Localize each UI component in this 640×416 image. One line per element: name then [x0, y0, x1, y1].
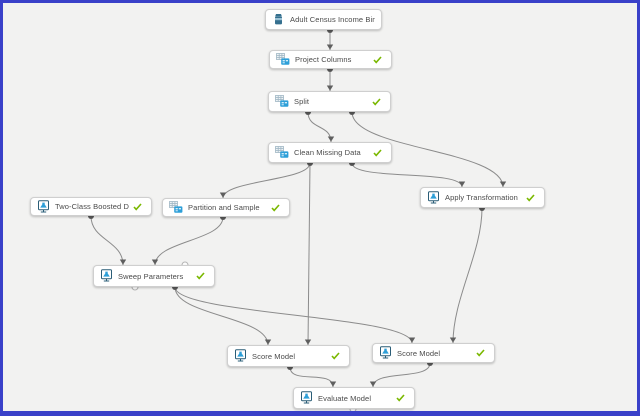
- dataset-icon: [275, 14, 282, 25]
- arrowhead-icon: [119, 259, 127, 265]
- module-label: Split: [294, 97, 310, 106]
- arrowhead-icon: [327, 136, 335, 142]
- arrowhead-icon: [408, 337, 416, 343]
- arrowhead-icon: [449, 337, 457, 343]
- node-score-model-right[interactable]: Score Model: [372, 343, 495, 363]
- status-check-icon: [196, 272, 205, 280]
- module-label: Evaluate Model: [318, 393, 372, 403]
- data-transform-icon: [169, 201, 183, 213]
- status-check-icon: [476, 349, 485, 357]
- ml-module-icon: [101, 269, 112, 282]
- ml-module-icon: [428, 190, 439, 203]
- status-check-icon: [331, 352, 340, 360]
- connector-edge: [351, 162, 463, 188]
- arrowhead-icon: [304, 339, 312, 345]
- connector-edge: [351, 111, 504, 188]
- node-evaluate-model[interactable]: Evaluate Model: [293, 387, 415, 409]
- module-label: Sweep Parameters: [118, 271, 184, 281]
- connector-edge: [307, 111, 332, 143]
- module-label: Adult Census Income Binary C...: [290, 15, 375, 24]
- node-project-columns[interactable]: Project Columns: [269, 50, 392, 69]
- status-check-icon: [396, 394, 405, 402]
- connector-edge: [154, 216, 224, 266]
- module-label: Apply Transformation: [445, 193, 518, 202]
- data-transform-icon: [276, 53, 290, 65]
- module-label: Partition and Sample: [188, 203, 260, 212]
- status-check-icon: [372, 97, 381, 106]
- module-label: Score Model: [397, 348, 441, 358]
- node-apply-transformation[interactable]: Apply Transformation: [420, 187, 545, 208]
- status-check-icon: [271, 203, 280, 212]
- ml-module-icon: [235, 349, 246, 362]
- node-partition-and-sample[interactable]: Partition and Sample: [162, 198, 290, 217]
- connector-edge: [90, 215, 124, 266]
- arrowhead-icon: [326, 44, 334, 50]
- status-check-icon: [373, 55, 382, 64]
- arrowhead-icon: [219, 192, 227, 198]
- node-dataset[interactable]: Adult Census Income Binary C...: [265, 9, 382, 30]
- node-clean-missing-data[interactable]: Clean Missing Data: [268, 142, 392, 163]
- ml-module-icon: [38, 199, 49, 212]
- connector-edge: [307, 162, 311, 346]
- connector-edge: [222, 162, 311, 199]
- data-transform-icon: [275, 95, 289, 107]
- arrowhead-icon: [151, 259, 159, 265]
- module-label: Score Model: [252, 351, 296, 361]
- connector-edge: [174, 286, 413, 344]
- node-score-model-left[interactable]: Score Model: [227, 345, 350, 367]
- node-two-class-boosted-decision-tree[interactable]: Two-Class Boosted Decision T...: [30, 197, 152, 216]
- arrowhead-icon: [326, 85, 334, 91]
- data-transform-icon: [275, 146, 289, 158]
- arrowhead-icon: [499, 181, 507, 187]
- ml-module-icon: [301, 391, 312, 404]
- node-split[interactable]: Split: [268, 91, 391, 112]
- node-sweep-parameters[interactable]: Sweep Parameters: [93, 265, 215, 287]
- connector-edge: [452, 207, 483, 344]
- status-check-icon: [133, 202, 142, 211]
- arrowhead-icon: [329, 381, 337, 387]
- connector-edge: [174, 286, 269, 346]
- connector-edge: [372, 362, 431, 388]
- module-label: Clean Missing Data: [294, 148, 361, 157]
- arrowhead-icon: [264, 339, 272, 345]
- module-label: Two-Class Boosted Decision T...: [55, 202, 129, 211]
- status-check-icon: [526, 193, 535, 202]
- status-check-icon: [373, 148, 382, 157]
- ml-module-icon: [380, 346, 391, 359]
- connector-edge: [289, 366, 334, 388]
- module-label: Project Columns: [295, 55, 352, 64]
- arrowhead-icon: [458, 181, 466, 187]
- arrowhead-icon: [369, 381, 377, 387]
